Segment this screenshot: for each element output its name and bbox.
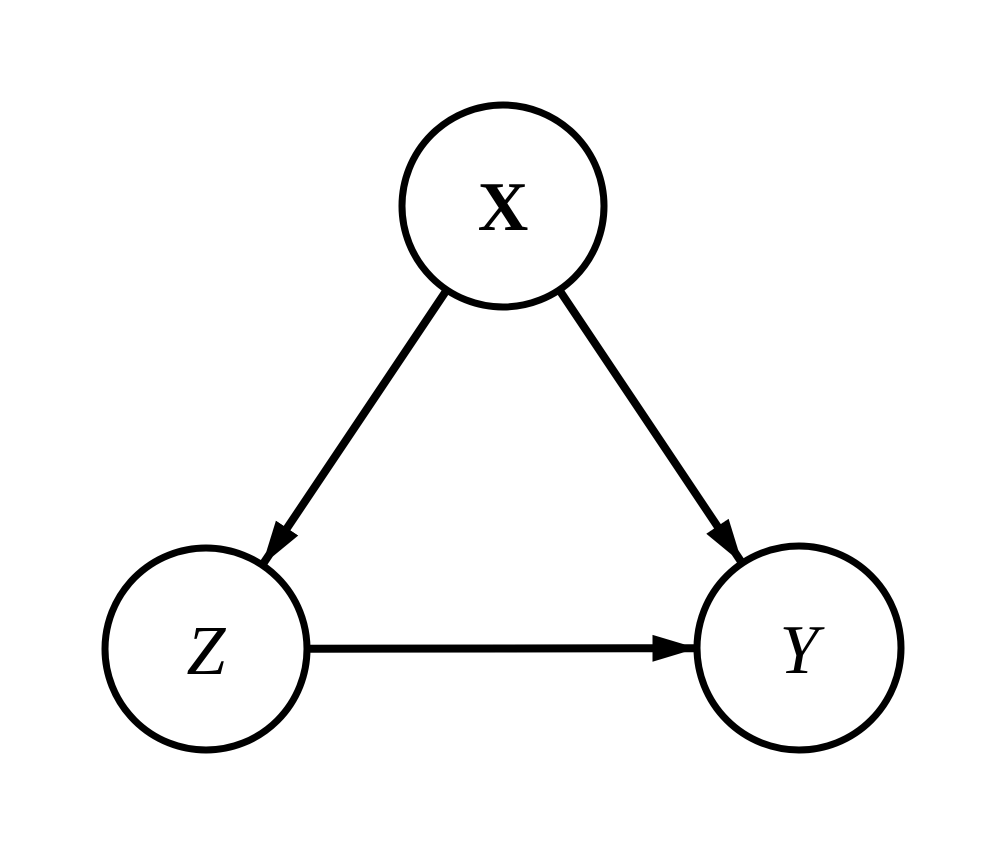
node-circle-X bbox=[398, 101, 608, 311]
node-Y: Y bbox=[693, 542, 905, 754]
edge-X-Y bbox=[555, 287, 745, 564]
node-X: X bbox=[398, 101, 608, 311]
node-circle-Y bbox=[693, 542, 905, 754]
node-label-Y: Y bbox=[780, 612, 826, 689]
node-label-Z: Z bbox=[187, 613, 227, 690]
edge-X-Z bbox=[260, 287, 451, 566]
node-label-X: X bbox=[478, 169, 529, 246]
nodes-layer: X Z Y bbox=[101, 101, 905, 754]
node-circle-Z bbox=[101, 544, 311, 754]
edge-Z-Y bbox=[306, 634, 698, 662]
edges-layer bbox=[260, 287, 745, 662]
node-Z: Z bbox=[101, 544, 311, 754]
